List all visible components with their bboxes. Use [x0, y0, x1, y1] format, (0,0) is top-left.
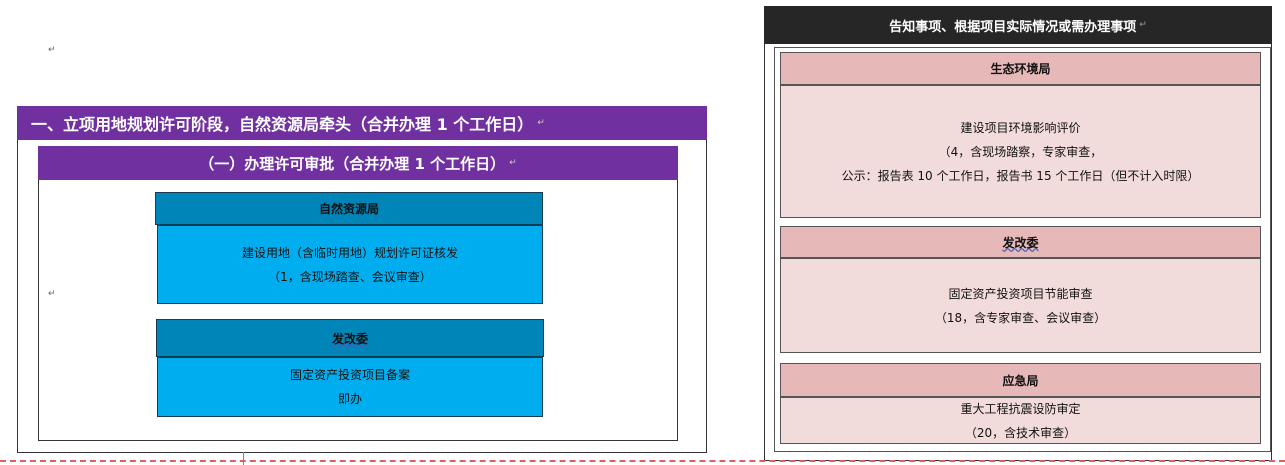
agency-task-development-reform-2: 固定资产投资项目节能审查 （18，含专家审查、会议审查）: [780, 258, 1261, 353]
agency-name: 发改委: [1002, 235, 1039, 250]
page-break-line: [0, 460, 1285, 462]
task-line: 固定资产投资项目备案: [289, 368, 410, 382]
paragraph-mark: ↵: [48, 45, 56, 55]
agency-name: 应急局: [1002, 373, 1039, 388]
task-line: （1，含现场踏查、会议审查）: [268, 269, 432, 284]
task-line: 固定资产投资项目节能审查: [948, 286, 1093, 301]
stage-title-text: 一、立项用地规划许可阶段，自然资源局牵头（合并办理 1 个工作日）: [31, 115, 534, 134]
agency-header-development-reform-2: 发改委: [780, 226, 1261, 258]
agency-task-ecology: 建设项目环境影响评价 （4，含现场踏察，专家审查， 公示：报告表 10 个工作日…: [780, 85, 1261, 218]
task-line: 重大工程抗震设防审定: [960, 401, 1081, 416]
task-line: 建设项目环境影响评价: [960, 120, 1081, 135]
paragraph-mark: ↵: [1139, 20, 1147, 30]
notice-title-text: 告知事项、根据项目实际情况或需办理事项: [889, 19, 1137, 35]
agency-task-emergency: 重大工程抗震设防审定 （20，含技术审查）: [780, 397, 1261, 444]
task-line: （4，含现场踏察，专家审查，: [938, 144, 1103, 159]
agency-name: 生态环境局: [990, 62, 1051, 76]
notice-title: 告知事项、根据项目实际情况或需办理事项 ↵: [764, 6, 1272, 44]
sub-stage-title-text: （一）办理许可审批（合并办理 1 个工作日）: [199, 154, 506, 173]
paragraph-mark: ↵: [509, 158, 517, 168]
stage-title: 一、立项用地规划许可阶段，自然资源局牵头（合并办理 1 个工作日） ↵: [17, 106, 707, 140]
task-line: 建设用地（含临时用地）规划许可证核发: [241, 245, 458, 260]
task-line: 即办: [337, 392, 362, 406]
agency-header-natural-resources: 自然资源局: [155, 192, 543, 225]
agency-header-ecology: 生态环境局: [780, 52, 1261, 85]
agency-header-emergency: 应急局: [780, 363, 1261, 397]
paragraph-mark: ↵: [48, 289, 56, 299]
paragraph-mark: ↵: [537, 118, 545, 128]
task-line: （20，含技术审查）: [964, 425, 1077, 440]
sub-stage-title: （一）办理许可审批（合并办理 1 个工作日） ↵: [38, 146, 678, 180]
agency-name: 发改委: [331, 331, 368, 346]
agency-task-development-reform: 固定资产投资项目备案 即办: [157, 357, 543, 417]
task-line: （18，含专家审查、会议审查）: [934, 310, 1107, 325]
notice-inner-frame: [774, 47, 1271, 452]
agency-header-development-reform: 发改委: [156, 319, 544, 357]
agency-name: 自然资源局: [318, 202, 379, 216]
task-line: 公示：报告表 10 个工作日，报告书 15 个工作日（但不计入时限）: [841, 168, 1200, 183]
text-cursor: [243, 452, 244, 465]
agency-task-natural-resources: 建设用地（含临时用地）规划许可证核发 （1，含现场踏查、会议审查）: [157, 225, 543, 304]
